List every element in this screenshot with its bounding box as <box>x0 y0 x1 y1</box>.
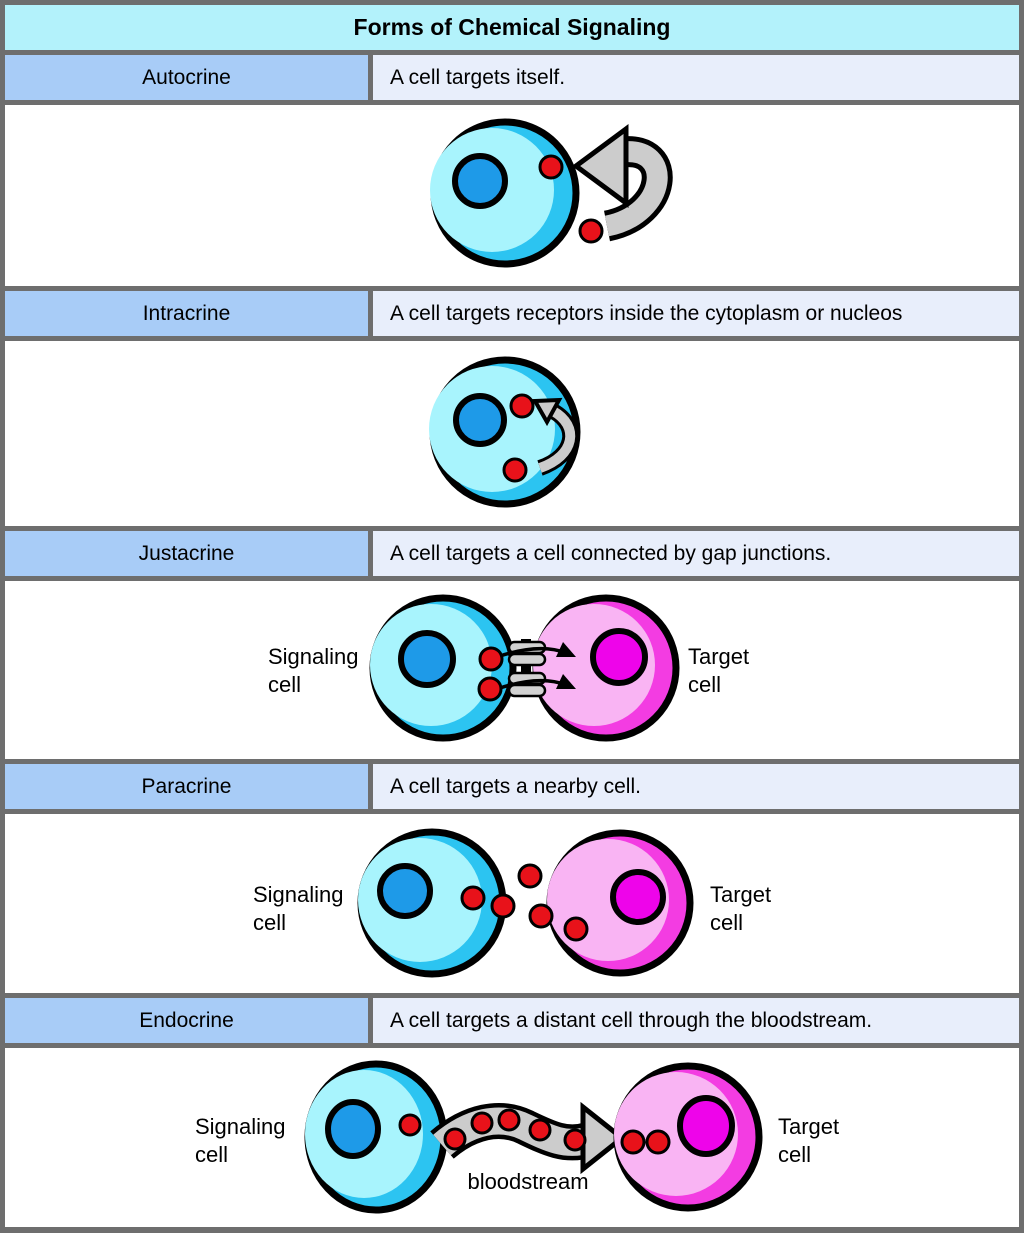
row-label-endocrine: Endocrine <box>5 998 368 1043</box>
nucleus <box>610 869 666 925</box>
target-cell-label: Target <box>710 882 771 907</box>
row-description-endocrine: A cell targets a distant cell through th… <box>373 998 1019 1043</box>
ligand-dot <box>538 154 564 180</box>
signaling-cell-label: cell <box>253 910 286 935</box>
ligand-dot <box>509 393 535 419</box>
autocrine-cell-graphic <box>430 118 580 268</box>
illustration-intracrine <box>5 341 1019 526</box>
row-label-paracrine: Paracrine <box>5 764 368 809</box>
ligand-dot <box>563 916 589 942</box>
nucleus <box>452 153 508 209</box>
arrowhead <box>556 674 576 689</box>
ligand-dot <box>563 1128 587 1152</box>
ligand-dot <box>478 646 504 672</box>
header-row-intracrine: Intracrine A cell targets receptors insi… <box>5 291 1019 336</box>
nucleus <box>677 1095 735 1157</box>
transfer-arrow-icon <box>499 642 576 690</box>
illustration-endocrine: Signaling cell <box>5 1048 1019 1227</box>
ligand-dot <box>443 1127 467 1151</box>
row-description-justacrine: A cell targets a cell connected by gap j… <box>373 531 1019 576</box>
ligand-dot <box>477 676 503 702</box>
row-description-intracrine: A cell targets receptors inside the cyto… <box>373 291 1019 336</box>
nucleus <box>325 1099 381 1159</box>
nucleus <box>398 630 456 688</box>
signaling-cell-graphic <box>369 594 517 742</box>
row-label-autocrine: Autocrine <box>5 55 368 100</box>
ligand-dot <box>645 1129 671 1155</box>
curved-arrow-icon <box>571 124 673 242</box>
ligand-dot <box>470 1111 494 1135</box>
nucleus <box>590 628 648 686</box>
arrowhead <box>571 124 629 208</box>
target-cell-label: Target <box>688 644 749 669</box>
target-cell-label: cell <box>778 1142 811 1167</box>
header-row-endocrine: Endocrine A cell targets a distant cell … <box>5 998 1019 1043</box>
target-cell-label: Target <box>778 1114 839 1139</box>
signaling-cell-label: cell <box>195 1142 228 1167</box>
target-cell-graphic <box>546 829 694 977</box>
page-title: Forms of Chemical Signaling <box>5 5 1019 50</box>
signaling-cell-graphic <box>357 828 507 978</box>
ligand-dot <box>460 885 486 911</box>
nucleus <box>377 863 433 919</box>
target-cell-label: cell <box>710 910 743 935</box>
target-cell-graphic <box>532 594 680 742</box>
signaling-cell-label: cell <box>268 672 301 697</box>
bloodstream-label: bloodstream <box>467 1169 588 1194</box>
row-label-justacrine: Justacrine <box>5 531 368 576</box>
ligand-dot <box>528 1118 552 1142</box>
arrowhead <box>531 397 563 427</box>
signaling-cell-label: Signaling <box>253 882 344 907</box>
ligand-dot <box>502 457 528 483</box>
row-description-autocrine: A cell targets itself. <box>373 55 1019 100</box>
target-cell-graphic <box>613 1062 763 1212</box>
header-row-justacrine: Justacrine A cell targets a cell connect… <box>5 531 1019 576</box>
ligand-dot <box>528 903 554 929</box>
arrowhead <box>556 642 576 657</box>
signaling-cell-label: Signaling <box>195 1114 286 1139</box>
ligand-dot <box>620 1129 646 1155</box>
ligand-dot <box>578 218 604 244</box>
target-cell-label: cell <box>688 672 721 697</box>
row-label-intracrine: Intracrine <box>5 291 368 336</box>
illustration-paracrine: Signaling cell Target cell <box>5 814 1019 993</box>
curved-arrow-icon <box>531 397 579 476</box>
signaling-cell-label: Signaling <box>268 644 359 669</box>
signaling-cell-graphic <box>304 1060 448 1214</box>
ligand-dot <box>497 1108 521 1132</box>
header-row-paracrine: Paracrine A cell targets a nearby cell. <box>5 764 1019 809</box>
header-row-autocrine: Autocrine A cell targets itself. <box>5 55 1019 100</box>
nucleus <box>453 393 507 447</box>
ligand-dot <box>490 893 516 919</box>
row-description-paracrine: A cell targets a nearby cell. <box>373 764 1019 809</box>
illustration-justacrine: Signaling cell <box>5 581 1019 759</box>
ligand-dot <box>517 863 543 889</box>
ligand-dot <box>398 1113 422 1137</box>
illustration-autocrine <box>5 105 1019 286</box>
intracrine-cell-graphic <box>429 356 581 508</box>
